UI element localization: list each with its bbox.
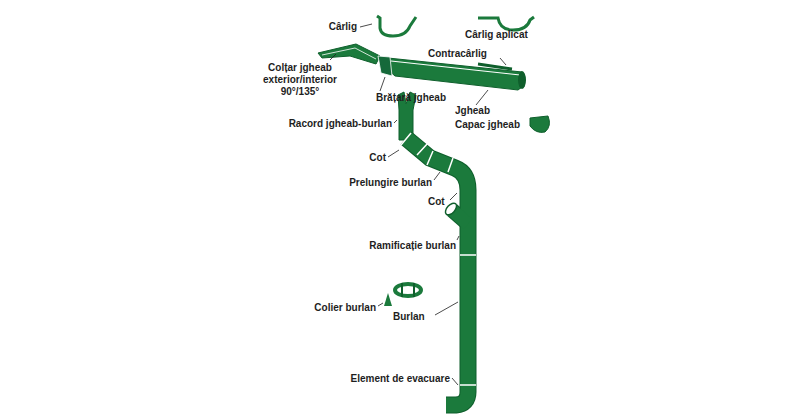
part-label: Cârlig aplicat xyxy=(465,29,528,41)
leader-line xyxy=(360,24,372,27)
leader-line xyxy=(394,120,397,123)
gutter-highlight xyxy=(391,61,520,75)
clamp-pin xyxy=(384,293,392,306)
leader-line xyxy=(500,58,506,65)
clamp-tabs xyxy=(402,283,414,297)
band-symbol xyxy=(378,56,392,76)
part-label: Racord jgheab-burlan xyxy=(289,118,392,130)
part-label: Burlan xyxy=(393,311,425,323)
part-label: Jgheab xyxy=(455,105,490,117)
hook-symbol xyxy=(377,16,416,36)
leader-line xyxy=(476,90,488,105)
part-label: Element de evacuare xyxy=(351,373,451,385)
part-label: Cot xyxy=(428,196,445,208)
leader-line xyxy=(457,236,459,240)
clamp-symbol xyxy=(395,284,421,296)
gutter-end xyxy=(518,71,526,89)
part-label: Colier burlan xyxy=(314,302,376,314)
counter-hook-symbol xyxy=(478,64,512,69)
leader-line xyxy=(434,172,440,180)
part-label: Cârlig xyxy=(329,21,357,33)
leader-lines xyxy=(330,24,506,385)
part-label: Capac jgheab xyxy=(455,119,520,131)
leader-line xyxy=(435,302,458,315)
leader-line xyxy=(452,378,458,385)
gutter-symbol xyxy=(388,58,525,90)
part-label: Contracârlig xyxy=(428,48,487,60)
leader-line xyxy=(330,54,336,60)
applied-hook-symbol xyxy=(478,17,534,30)
branch-opening xyxy=(443,201,458,217)
part-label: Colțar jgheab exterior/interior 90°/135° xyxy=(250,62,350,98)
part-label: Brățară jgheab xyxy=(376,92,446,104)
corner-highlight xyxy=(322,48,376,59)
leader-line xyxy=(450,193,457,200)
leader-line xyxy=(378,303,383,306)
part-label: Cot xyxy=(369,152,386,164)
part-label: Ramificație burlan xyxy=(369,240,456,252)
leader-line xyxy=(380,77,385,91)
cap-symbol xyxy=(530,116,549,132)
leader-line xyxy=(388,150,399,157)
corner-symbol xyxy=(318,44,380,64)
pipe-joints xyxy=(401,133,476,385)
part-label: Prelungire burlan xyxy=(349,177,432,189)
